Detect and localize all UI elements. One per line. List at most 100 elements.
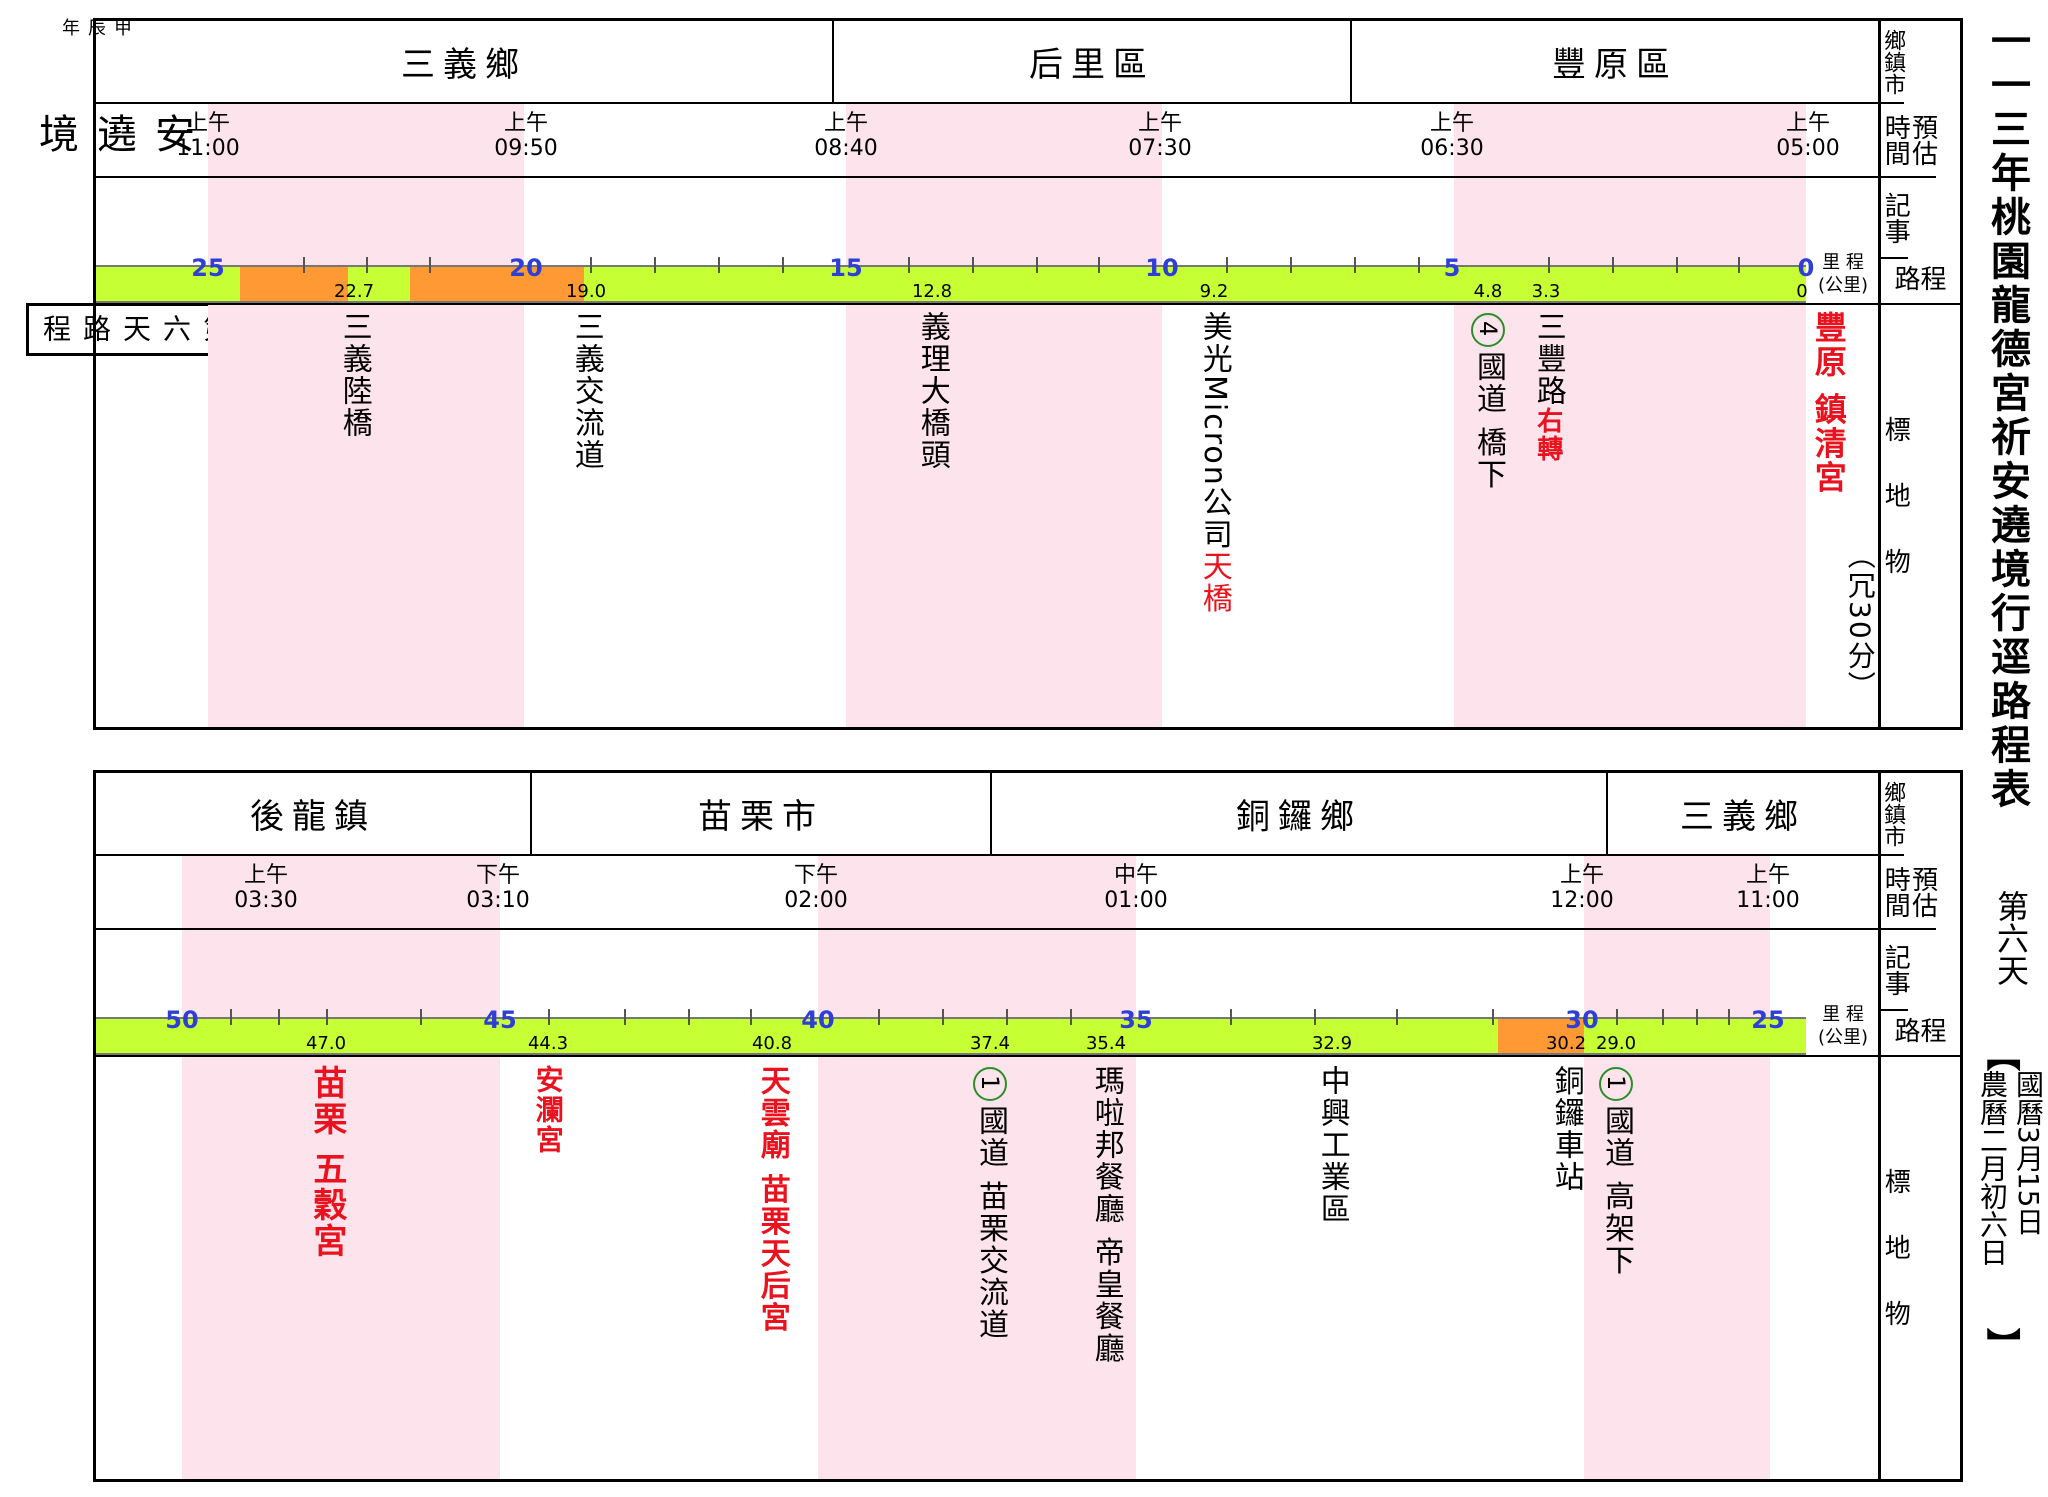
tick (548, 1009, 550, 1025)
band (182, 856, 500, 1479)
district-cell: 后里區 (834, 21, 1352, 102)
distance-value: 44.3 (527, 1033, 569, 1054)
distance-value: 47.0 (305, 1033, 347, 1054)
km-marker: 30 (1565, 1006, 1599, 1034)
tick (1616, 1009, 1618, 1025)
tick (1230, 1009, 1232, 1025)
label-township: 鄉鎮市 (1880, 21, 1905, 104)
landmark: 安瀾宮 (531, 1065, 565, 1155)
landmark: 三義交流道 (568, 311, 604, 471)
band (846, 104, 1162, 727)
tick (1396, 1009, 1398, 1025)
distance-value: 4.8 (1473, 281, 1503, 302)
distance-value: 29.0 (1595, 1033, 1637, 1054)
highway-badge-icon: 1 (1599, 1067, 1633, 1101)
tick (688, 1009, 690, 1025)
landmark: 三義陸橋 (336, 311, 372, 439)
distance-value: 22.7 (333, 281, 375, 302)
landmark: 義理大橋頭 (914, 311, 950, 471)
segment-highlight (1498, 1019, 1584, 1053)
segment-highlight (240, 267, 348, 301)
km-marker: 15 (829, 254, 863, 282)
landmark-note: （冗30分） (1843, 541, 1877, 701)
tick (590, 257, 592, 273)
day-label: 第六天 (1992, 890, 2030, 986)
tick (718, 257, 720, 273)
label-notes: 記事 (1880, 930, 1910, 1011)
distance-value: 35.4 (1085, 1033, 1127, 1054)
band (208, 104, 524, 727)
km-marker: 25 (191, 254, 225, 282)
km-unit: 里 程 (公里) (1818, 1004, 1869, 1049)
date-close-bracket: 】 (1981, 1327, 2022, 1362)
landmark: 瑪啦邦餐廳 帝皇餐廳 (1088, 1065, 1124, 1365)
schedule-title: 一一三年桃園龍德宮祈安遶境行逕路程表 (1984, 20, 2030, 812)
distance-value: 12.8 (911, 281, 953, 302)
tick (278, 1009, 280, 1025)
tick (1676, 257, 1678, 273)
tick (1728, 1009, 1730, 1025)
distance-value: 3.3 (1531, 281, 1561, 302)
km-marker: 50 (165, 1006, 199, 1034)
tick (1070, 1009, 1072, 1025)
km-marker: 25 (1751, 1006, 1785, 1034)
date-open-bracket: 【 (1981, 1037, 2022, 1072)
highway-badge-icon: 1 (973, 1067, 1007, 1101)
km-marker: 20 (509, 254, 543, 282)
tick (1696, 1009, 1698, 1025)
tick (366, 257, 368, 273)
route-row-line (96, 1055, 1878, 1057)
landmark: 4國道 橋下 (1471, 313, 1506, 491)
tick (1036, 257, 1038, 273)
tick (326, 1009, 328, 1025)
district-cell: 三義鄉 (96, 21, 834, 102)
km-marker: 35 (1119, 1006, 1153, 1034)
tick (1314, 1009, 1316, 1025)
landmark: 美光Micron公司天橋 (1196, 311, 1232, 615)
tick (303, 257, 305, 273)
tick (1290, 257, 1292, 273)
label-township: 鄉鎮市 (1880, 773, 1905, 856)
tick (1662, 1009, 1664, 1025)
district-row: 三義鄉 后里區 豐原區 (96, 21, 1878, 104)
segment-highlight (410, 267, 584, 301)
tick (429, 257, 431, 273)
landmark: 銅鑼車站 (1548, 1065, 1584, 1193)
distance-value: 40.8 (751, 1033, 793, 1054)
band (1584, 856, 1770, 1479)
district-cell: 銅鑼鄉 (992, 773, 1608, 854)
landmark: 1國道 苗栗交流道 (973, 1067, 1008, 1341)
tick (1738, 257, 1740, 273)
tick (1418, 257, 1420, 273)
km-marker: 40 (801, 1006, 835, 1034)
tick (1354, 257, 1356, 273)
tick (230, 1009, 232, 1025)
band (1454, 104, 1806, 727)
tick (942, 1009, 944, 1025)
landmark: 1國道 高架下 (1599, 1067, 1634, 1277)
label-time: 預估時間 (1880, 856, 1938, 930)
km-marker: 45 (483, 1006, 517, 1034)
distance-value: 32.9 (1311, 1033, 1353, 1054)
district-cell: 苗栗市 (532, 773, 992, 854)
landmark: 天雲廟 苗栗天后宮 (754, 1065, 790, 1334)
tick (654, 257, 656, 273)
tick (878, 1009, 880, 1025)
label-landmarks: 標地物 (1880, 416, 1911, 614)
landmark: 中興工業區 (1314, 1065, 1350, 1225)
row-label-column: 鄉鎮市 預估時間 記事 路程 標地物 (1878, 21, 1960, 727)
tick (1098, 257, 1100, 273)
distance-value: 30.2 (1545, 1033, 1587, 1054)
landmark: 豐原 鎮清宮 (1809, 311, 1848, 495)
